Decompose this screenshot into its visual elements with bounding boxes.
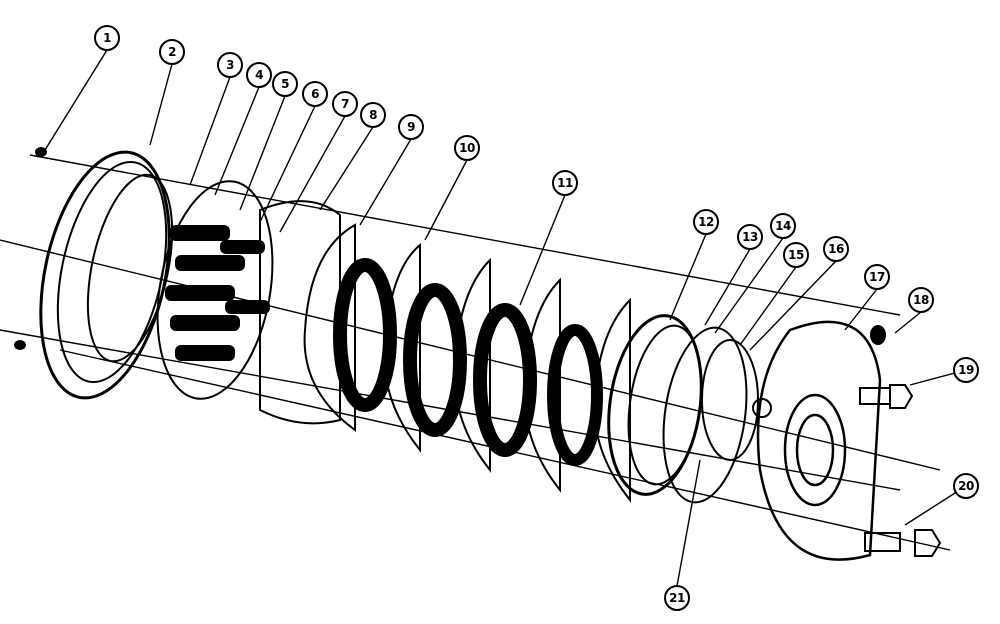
callout-part-18: 18 [908,287,934,313]
piston-ring-parts-12-16 [607,314,772,504]
leader-lines [44,49,967,587]
callout-part-6: 6 [302,81,328,107]
callout-part-2: 2 [159,39,185,65]
callout-part-8: 8 [360,102,386,128]
callout-part-7: 7 [332,91,358,117]
spring-pack-parts-3-7 [156,180,274,400]
bracket-part-8 [259,200,341,425]
callout-part-15: 15 [783,242,809,268]
bolt-part-20 [864,529,942,557]
housing-part-2 [39,150,174,400]
fitting-part-18 [870,325,886,345]
callout-part-10: 10 [454,135,480,161]
callout-part-21: 21 [664,585,690,611]
end-cover-part-17 [756,320,882,561]
callout-part-9: 9 [398,114,424,140]
callout-part-20: 20 [953,473,979,499]
callout-part-17: 17 [864,264,890,290]
callout-part-13: 13 [737,224,763,250]
callout-part-4: 4 [246,62,272,88]
callout-part-11: 11 [552,170,578,196]
callout-part-12: 12 [693,209,719,235]
callout-part-5: 5 [272,71,298,97]
disc-stack-parts-9-11 [303,223,631,503]
callout-part-19: 19 [953,357,979,383]
bolt-part-19 [859,384,914,409]
callout-part-3: 3 [217,52,243,78]
callout-part-16: 16 [823,236,849,262]
screw-part-1 [14,147,47,350]
callout-part-14: 14 [770,213,796,239]
callout-part-1: 1 [94,25,120,51]
